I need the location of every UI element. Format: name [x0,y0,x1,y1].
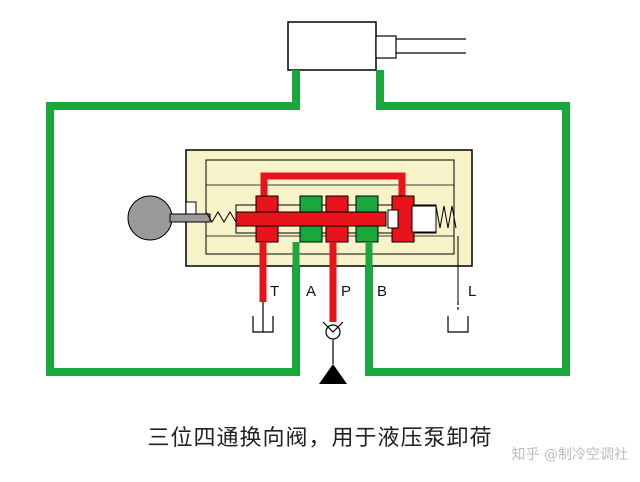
hydraulic-cylinder [287,21,466,71]
port-label-a: A [306,283,316,300]
manual-lever [127,195,237,241]
tank-symbols [252,302,469,333]
spool [235,195,437,243]
pump-and-check-valve [319,321,347,384]
port-pipes [259,236,459,372]
port-label-b: B [377,283,387,300]
port-label-t: T [270,283,279,300]
pressure-passage [260,172,406,205]
port-labels: T A P B L [270,283,476,300]
port-label-p: P [341,283,351,300]
watermark: 知乎 @制冷空调社 [511,447,628,463]
diagram-caption: 三位四通换向阀，用于液压泵卸荷 [147,426,493,451]
return-spring-right [411,205,457,233]
port-label-l: L [468,283,476,300]
